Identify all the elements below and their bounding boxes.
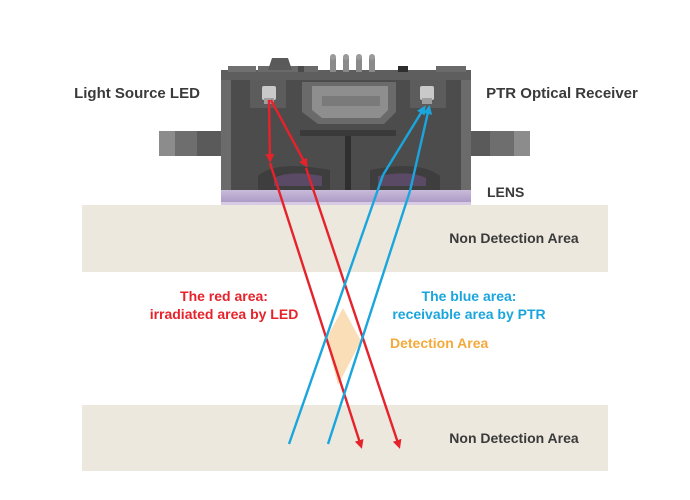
blue-area-label-line1: The blue area:	[422, 288, 517, 304]
led-label: Light Source LED	[74, 85, 200, 102]
ptr-label: PTR Optical Receiver	[486, 85, 638, 102]
red-area-label-line1: The red area:	[180, 288, 268, 304]
blue-beams	[287, 105, 433, 445]
non-detection-bottom-label: Non Detection Area	[449, 430, 579, 446]
detection-area-label: Detection Area	[390, 335, 489, 351]
sensor-housing	[159, 54, 530, 193]
red-area-label-line2: irradiated area by LED	[150, 306, 299, 322]
red-beams	[265, 99, 402, 449]
blue-beam-inner	[326, 190, 412, 445]
blue-beam-outer	[287, 174, 385, 445]
non-detection-band-top	[82, 205, 608, 272]
non-detection-top-label: Non Detection Area	[449, 230, 579, 246]
red-beam-outer	[265, 99, 275, 163]
non-detection-band-bottom	[82, 405, 608, 471]
blue-area-label-line2: receivable area by PTR	[392, 306, 545, 322]
lens	[221, 190, 471, 204]
lens-label: LENS	[487, 184, 524, 200]
red-beam-inner	[269, 99, 308, 168]
